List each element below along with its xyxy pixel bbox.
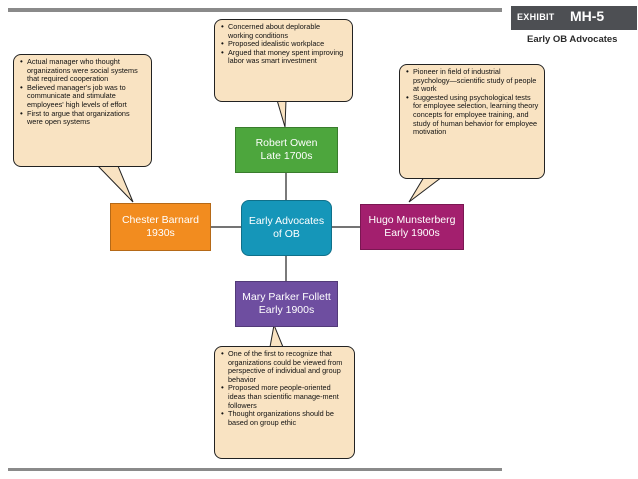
center-line1: Early Advocates: [248, 215, 325, 227]
node-name: Hugo Munsterberg: [368, 214, 456, 226]
pointer-munsterberg: [408, 176, 444, 203]
pointer-owen: [276, 99, 287, 128]
node-center-early-advocates: Early Advocates of OB: [241, 200, 332, 256]
node-name: Mary Parker Follett: [242, 291, 331, 303]
follett-fact: Thought organizations should be based on…: [221, 409, 349, 427]
node-hugo-munsterberg: Hugo Munsterberg Early 1900s: [360, 204, 464, 250]
follett-fact: One of the first to recognize that organ…: [221, 349, 349, 384]
node-chester-barnard: Chester Barnard 1930s: [110, 203, 211, 251]
node-era: 1930s: [146, 227, 175, 239]
barnard-fact: Actual manager who thought organizations…: [20, 57, 146, 84]
exhibit-label: EXHIBIT: [517, 12, 555, 22]
node-mary-parker-follett: Mary Parker Follett Early 1900s: [235, 281, 338, 327]
owen-fact: Argued that money spent improving labor …: [221, 48, 347, 66]
munsterberg-fact: Pioneer in field of industrial psycholog…: [406, 67, 539, 94]
follett-fact: Proposed more people-oriented ideas than…: [221, 384, 349, 410]
center-line2: of OB: [273, 228, 300, 240]
exhibit-badge: [511, 6, 637, 30]
top-rule: [8, 8, 502, 12]
node-era: Late 1700s: [260, 150, 313, 162]
callout-owen: Concerned about deplorable working condi…: [214, 19, 353, 102]
pointer-follett: [269, 323, 284, 348]
node-era: Early 1900s: [258, 304, 315, 316]
owen-fact: Proposed idealistic workplace: [221, 40, 347, 49]
callout-munsterberg: Pioneer in field of industrial psycholog…: [399, 64, 545, 179]
barnard-fact: Believed manager's job was to communicat…: [20, 83, 146, 110]
callout-barnard: Actual manager who thought organizations…: [13, 54, 152, 167]
pointer-barnard: [96, 165, 134, 203]
node-robert-owen: Robert Owen Late 1700s: [235, 127, 338, 173]
node-name: Chester Barnard: [121, 214, 200, 226]
exhibit-title: Early OB Advocates: [527, 34, 618, 45]
exhibit-number: MH-5: [570, 8, 605, 24]
node-era: Early 1900s: [384, 227, 440, 239]
callout-follett: One of the first to recognize that organ…: [214, 346, 355, 459]
munsterberg-fact: Suggested using psychological tests for …: [406, 93, 539, 137]
barnard-fact: First to argue that organizations were o…: [20, 109, 146, 127]
node-name: Robert Owen: [255, 137, 318, 149]
owen-fact: Concerned about deplorable working condi…: [221, 22, 347, 40]
bottom-rule: [8, 468, 502, 471]
